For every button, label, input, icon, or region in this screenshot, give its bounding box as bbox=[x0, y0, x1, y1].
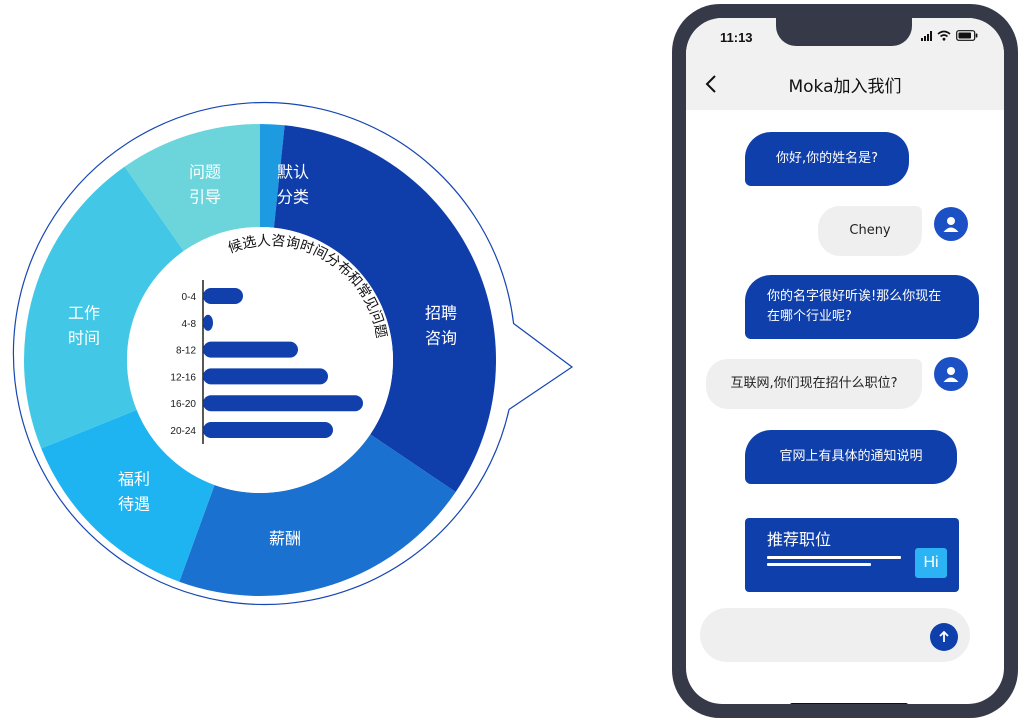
arrow-up-icon bbox=[939, 630, 949, 642]
user-message: 互联网,你们现在招什么职位? bbox=[706, 359, 922, 409]
card-line bbox=[767, 556, 901, 559]
segment-label: 工作 bbox=[68, 304, 100, 323]
user-icon bbox=[943, 217, 959, 232]
avatar bbox=[934, 357, 968, 391]
page-title: Moka加入我们 bbox=[788, 77, 902, 97]
user-message: Cheny bbox=[818, 206, 922, 256]
home-indicator bbox=[790, 703, 908, 704]
phone-frame: 11:13 Moka加入我们 你好,你 bbox=[672, 4, 1018, 718]
bar-category-label: 0-4 bbox=[182, 292, 197, 303]
bar bbox=[203, 314, 213, 331]
status-bar: 11:13 bbox=[686, 18, 1004, 58]
recommended-jobs-card[interactable]: 推荐职位 Hi bbox=[745, 518, 959, 592]
phone-screen: 11:13 Moka加入我们 你好,你 bbox=[686, 18, 1004, 704]
bar-category-label: 8-12 bbox=[176, 346, 196, 357]
segment-label: 福利 bbox=[118, 470, 150, 489]
donut-segment bbox=[23, 166, 184, 449]
segment-label: 时间 bbox=[68, 329, 100, 348]
bar-category-label: 20-24 bbox=[170, 426, 196, 437]
message-text: 互联网,你们现在招什么职位? bbox=[730, 376, 898, 391]
wifi-icon bbox=[937, 30, 951, 41]
signal-icon bbox=[921, 30, 932, 41]
message-text: 官网上有具体的通知说明 bbox=[779, 449, 923, 464]
user-icon bbox=[943, 367, 959, 382]
segment-label: 引导 bbox=[189, 188, 221, 207]
donut-segment bbox=[124, 124, 261, 252]
bar-category-label: 16-20 bbox=[170, 399, 196, 410]
bot-message: 官网上有具体的通知说明 bbox=[745, 430, 957, 484]
bar bbox=[203, 395, 363, 412]
nav-bar: Moka加入我们 bbox=[686, 58, 1004, 110]
card-line bbox=[767, 563, 871, 566]
bar bbox=[203, 341, 298, 358]
segment-label: 待遇 bbox=[118, 495, 150, 514]
card-title: 推荐职位 bbox=[767, 530, 832, 549]
bot-message: 你好,你的姓名是? bbox=[745, 132, 909, 186]
bar-category-label: 4-8 bbox=[182, 319, 197, 330]
bar bbox=[203, 368, 328, 385]
message-text: 你好,你的姓名是? bbox=[775, 151, 879, 166]
message-text: 在哪个行业呢? bbox=[767, 309, 852, 324]
hi-badge: Hi bbox=[915, 548, 947, 578]
segment-label: 问题 bbox=[189, 163, 221, 182]
segment-label: 薪酬 bbox=[269, 529, 301, 548]
message-input[interactable] bbox=[700, 608, 970, 662]
system-icons bbox=[921, 30, 978, 41]
donut-segment bbox=[260, 124, 285, 228]
infographic-donut: 候选人咨询时间分布和常见问题 0-44-88-1212-1616-2020-24… bbox=[12, 101, 574, 606]
segment-label: 分类 bbox=[277, 188, 309, 207]
battery-icon bbox=[956, 30, 978, 41]
segment-label: 默认 bbox=[277, 163, 309, 182]
message-text: 你的名字很好听诶!那么你现在 bbox=[767, 289, 942, 304]
segment-label: 咨询 bbox=[425, 329, 457, 348]
donut-segment bbox=[41, 409, 215, 582]
send-button[interactable] bbox=[930, 623, 958, 651]
donut-segment bbox=[273, 125, 496, 492]
avatar bbox=[934, 207, 968, 241]
bar-category-label: 12-16 bbox=[170, 372, 196, 383]
hourly-bar-chart: 0-4 4-8 8-12 12-16 16-20 20-24 bbox=[170, 280, 363, 444]
bar bbox=[203, 422, 333, 438]
chevron-left-icon[interactable] bbox=[700, 72, 724, 96]
bar bbox=[203, 288, 243, 304]
notch bbox=[776, 18, 912, 46]
bot-message: 你的名字很好听诶!那么你现在在哪个行业呢? bbox=[745, 275, 979, 339]
donut-segment bbox=[179, 434, 456, 596]
message-text: Cheny bbox=[849, 223, 891, 238]
segment-label: 招聘 bbox=[425, 304, 457, 323]
status-time: 11:13 bbox=[720, 30, 753, 45]
